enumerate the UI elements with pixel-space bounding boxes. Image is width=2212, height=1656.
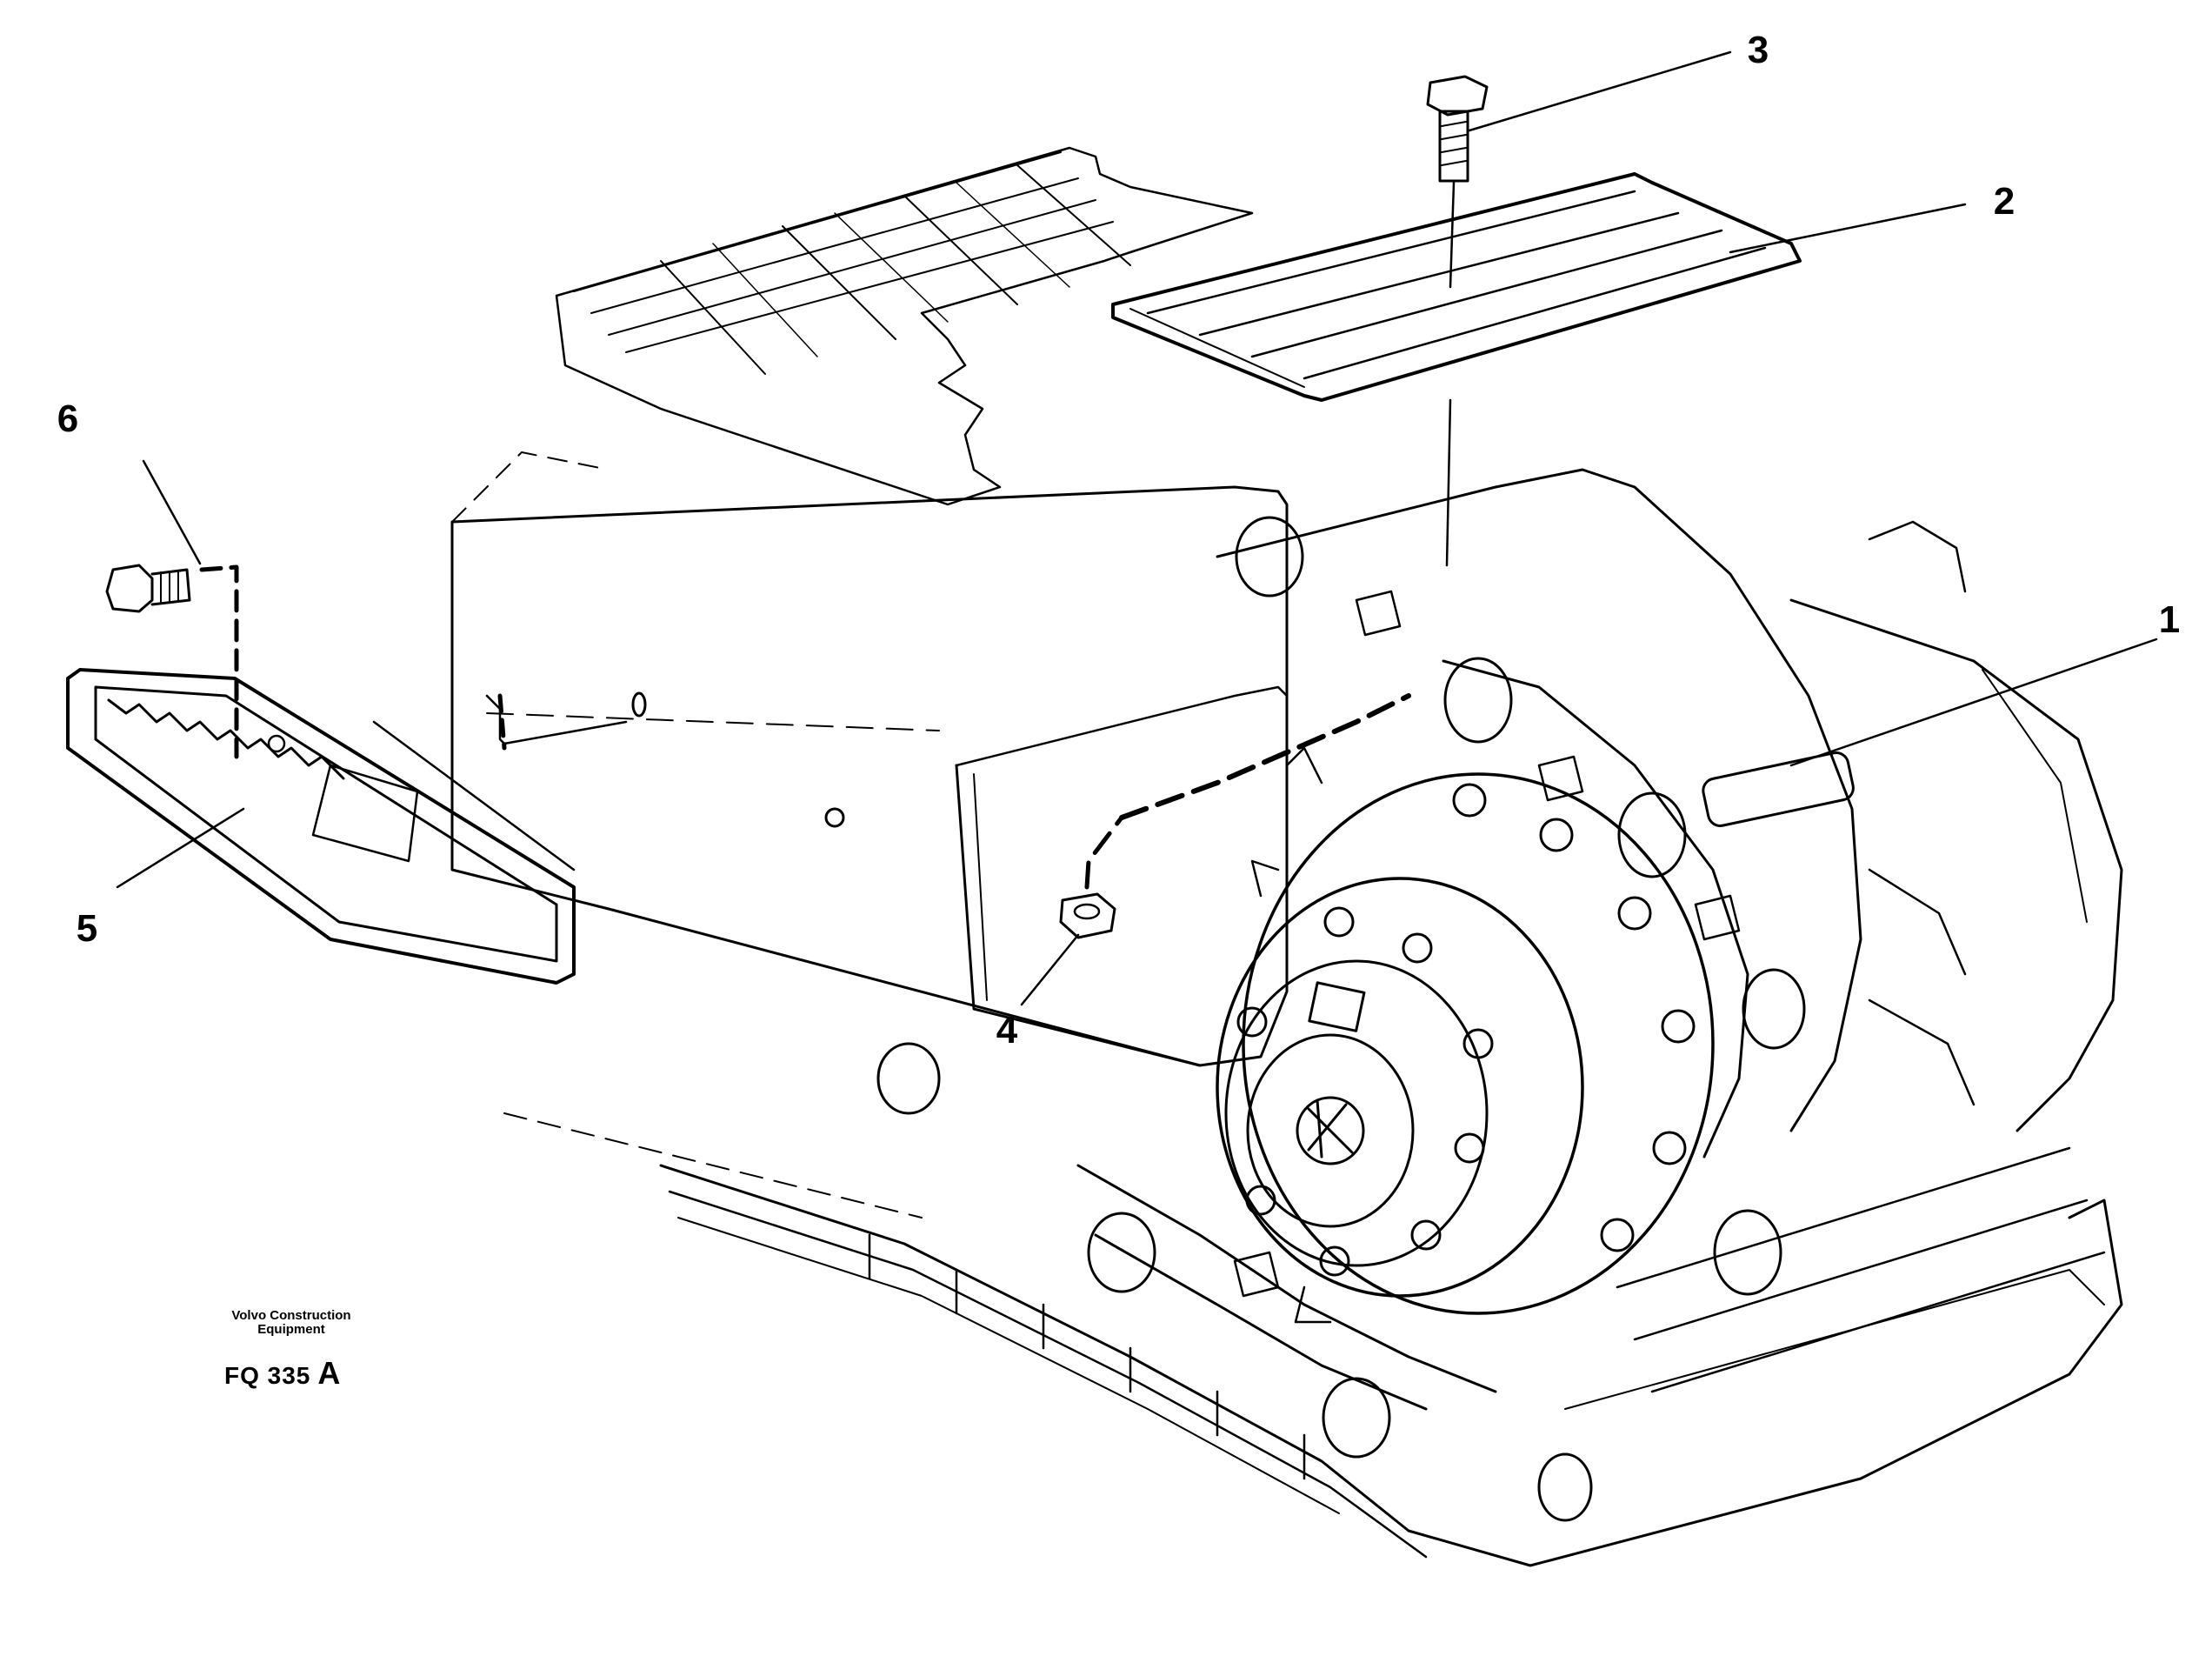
leader-lines	[116, 50, 2158, 1006]
track-shoe-part-2	[1111, 172, 1802, 402]
callout-5: 5	[76, 907, 98, 950]
bolt-part-6	[105, 564, 628, 759]
figure-code: FQ 335	[224, 1362, 311, 1389]
company-name-line2: Equipment	[257, 1321, 325, 1337]
track-frame-housing	[450, 451, 1289, 1219]
callout-4: 4	[996, 1009, 1018, 1052]
lower-track-shoes	[659, 1146, 2123, 1567]
bolt-part-3	[1426, 75, 1489, 567]
callout-2: 2	[1993, 180, 2015, 223]
figure-revision: A	[317, 1355, 341, 1391]
callout-3: 3	[1747, 29, 1769, 71]
company-name-line1: Volvo Construction	[231, 1308, 351, 1323]
drive-sprocket-hub	[1216, 746, 1715, 1324]
publisher-caption: Volvo Construction Equipment	[204, 1309, 378, 1337]
callout-1: 1	[2158, 598, 2181, 641]
idler-wheel	[1789, 520, 2123, 1132]
upper-track-shoes	[555, 146, 1254, 506]
step-part-5	[66, 668, 576, 985]
track-chain-part-1	[876, 468, 1975, 1522]
callout-6: 6	[57, 397, 79, 440]
nut-part-4	[1059, 693, 1411, 939]
